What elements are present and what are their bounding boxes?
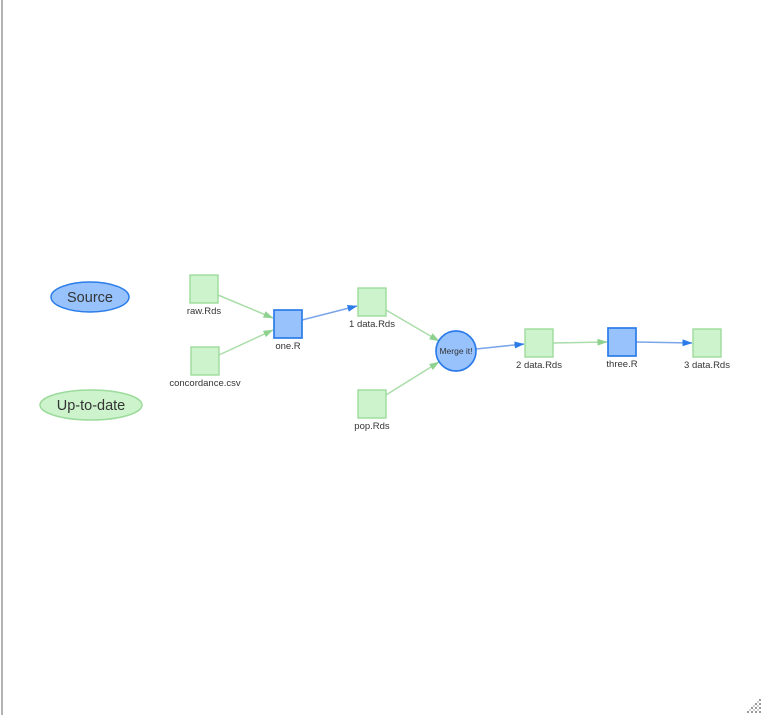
node-label-data3-rds: 3 data.Rds [684, 360, 730, 371]
node-one-r[interactable] [273, 309, 303, 339]
legend-shape-up-to-date [39, 389, 143, 421]
legend-label-source: Source [67, 290, 113, 306]
node-label-concordance-csv: concordance.csv [169, 378, 241, 389]
node-label-data1-rds: 1 data.Rds [349, 319, 395, 330]
edge-data2-rds-to-three-r [552, 338, 608, 346]
nodes-layer: raw.Rds concordance.csv one.R 1 data.Rds pop… [169, 274, 730, 432]
edge-one-r-to-data1-rds [301, 304, 358, 321]
resize-grip[interactable] [746, 698, 762, 714]
edge-data1-rds-to-merge-it [385, 309, 440, 342]
edge-concordance-csv-to-one-r [218, 329, 274, 356]
node-label-data2-rds: 2 data.Rds [516, 360, 562, 371]
node-data1-rds[interactable] [357, 287, 387, 317]
resize-grip-icon [747, 699, 761, 713]
pane-left-border [1, 0, 3, 715]
node-label-three-r: three.R [606, 359, 637, 370]
edge-merge-it-to-data2-rds [475, 341, 525, 350]
edge-pop-rds-to-merge-it [385, 361, 440, 396]
edges-layer [217, 294, 693, 396]
edge-raw-rds-to-one-r [217, 294, 274, 319]
node-label-one-r: one.R [275, 341, 300, 352]
node-data3-rds[interactable] [692, 328, 722, 358]
node-data2-rds[interactable] [524, 328, 554, 358]
node-raw-rds[interactable] [189, 274, 219, 304]
node-three-r[interactable] [607, 327, 637, 357]
node-merge-it[interactable] [435, 330, 477, 372]
node-concordance-csv[interactable] [190, 346, 220, 376]
legend-label-up-to-date: Up-to-date [57, 398, 126, 414]
node-label-raw-rds: raw.Rds [187, 306, 222, 317]
legend-shape-source [50, 281, 130, 313]
node-label-pop-rds: pop.Rds [354, 421, 390, 432]
edge-three-r-to-data3-rds [635, 339, 693, 347]
node-label-merge-it: Merge it! [439, 346, 472, 356]
node-pop-rds[interactable] [357, 389, 387, 419]
